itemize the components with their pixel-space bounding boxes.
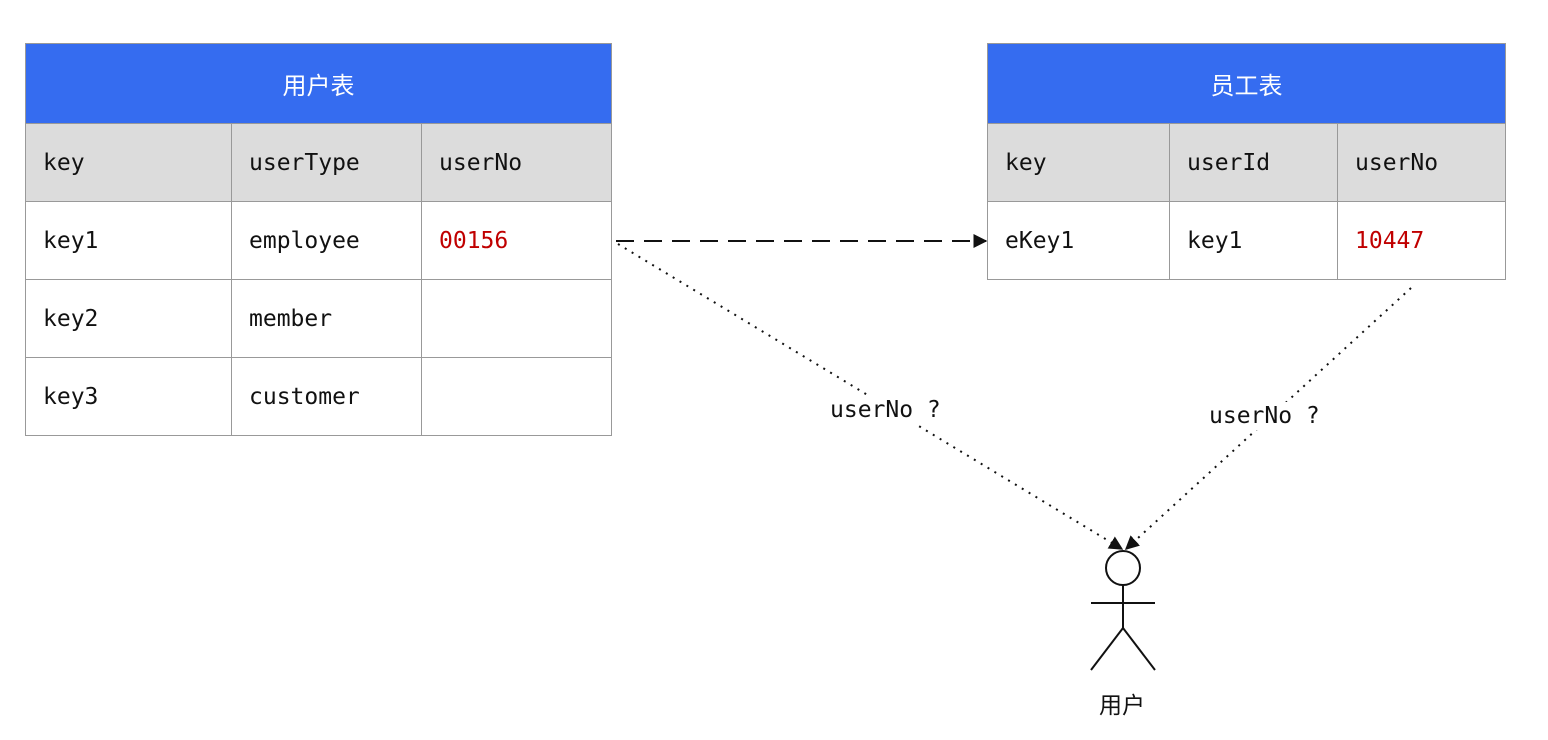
column-header: userNo	[420, 123, 613, 202]
table-cell: eKey1	[987, 201, 1170, 280]
user-table-header-row: key userType userNo	[25, 123, 613, 202]
table-cell: employee	[231, 201, 422, 280]
table-cell	[420, 279, 613, 358]
table-cell: key2	[25, 279, 232, 358]
edge-label-right: userNo ?	[1207, 402, 1322, 430]
table-row: eKey1 key1 10447	[987, 201, 1507, 280]
user-actor-icon	[1090, 550, 1156, 671]
table-row: key2 member	[25, 279, 613, 358]
table-row: key3 customer	[25, 357, 613, 436]
table-row: key1 employee 00156	[25, 201, 613, 280]
table-cell	[420, 357, 613, 436]
employee-table-title: 员工表	[986, 43, 1507, 124]
table-cell-highlight: 00156	[420, 201, 613, 280]
table-cell: key1	[25, 201, 232, 280]
column-header: userType	[231, 123, 422, 202]
user-table-title: 用户表	[24, 43, 613, 124]
actor-label: 用户	[1099, 693, 1145, 719]
table-cell: key3	[25, 357, 232, 436]
column-header: userNo	[1336, 123, 1507, 202]
employee-table: 员工表 key userId userNo eKey1 key1 10447	[986, 43, 1507, 280]
column-header: key	[987, 123, 1170, 202]
table-cell: key1	[1169, 201, 1338, 280]
column-header: userId	[1169, 123, 1338, 202]
edge-label-left: userNo ?	[828, 396, 943, 424]
user-table: 用户表 key userType userNo key1 employee 00…	[24, 43, 613, 436]
table-cell: customer	[231, 357, 422, 436]
table-cell-highlight: 10447	[1336, 201, 1507, 280]
employee-table-header-row: key userId userNo	[987, 123, 1507, 202]
table-cell: member	[231, 279, 422, 358]
column-header: key	[25, 123, 232, 202]
